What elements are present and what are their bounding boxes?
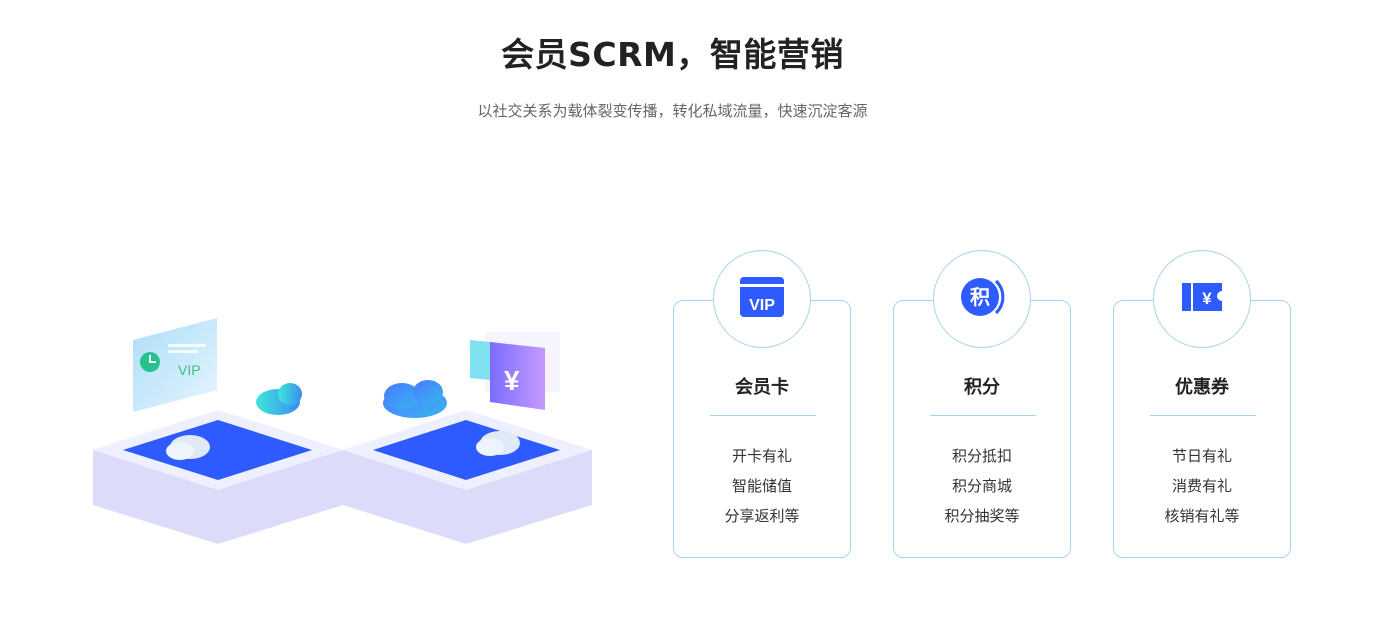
feature-list: 开卡有礼智能储值分享返利等 xyxy=(674,441,850,531)
coupon-symbol: ¥ xyxy=(504,365,520,396)
feature-card-title: 会员卡 xyxy=(735,377,789,398)
svg-text:VIP: VIP xyxy=(749,297,775,314)
feature-list: 节日有礼消费有礼核销有礼等 xyxy=(1114,441,1290,531)
points-icon: 积 xyxy=(958,273,1006,325)
feature-list-item: 积分商城 xyxy=(951,477,1012,495)
feature-icon-circle: 积 xyxy=(933,250,1031,348)
svg-text:¥: ¥ xyxy=(1202,289,1212,308)
feature-icon-circle: ¥ xyxy=(1153,250,1251,348)
vip-card: VIP xyxy=(133,318,217,412)
feature-list-item: 积分抵扣 xyxy=(951,447,1012,465)
coupon-icon: ¥ xyxy=(1179,277,1225,321)
svg-text:积: 积 xyxy=(970,285,990,309)
cloud-icon xyxy=(166,431,520,460)
feature-list-item: 节日有礼 xyxy=(1171,447,1232,465)
vip-card-icon: VIP xyxy=(739,274,785,324)
section-title: 会员SCRM，智能营销 xyxy=(501,35,844,74)
feature-card[interactable]: 积分积分抵扣积分商城积分抽奖等 xyxy=(893,300,1071,558)
membership-illustration: VIP ¥ xyxy=(93,318,592,544)
vip-card-text: VIP xyxy=(178,362,201,378)
feature-list-item: 开卡有礼 xyxy=(731,447,792,465)
platform-base xyxy=(93,410,592,544)
feature-card-title: 积分 xyxy=(964,377,1000,398)
feature-list-item: 分享返利等 xyxy=(724,507,800,525)
card-divider xyxy=(930,415,1036,416)
feature-list-item: 消费有礼 xyxy=(1171,477,1232,495)
feature-card-title: 优惠券 xyxy=(1175,377,1229,398)
card-divider xyxy=(1150,415,1256,416)
card-divider xyxy=(710,415,816,416)
feature-icon-circle: VIP xyxy=(713,250,811,348)
feature-list: 积分抵扣积分商城积分抽奖等 xyxy=(894,441,1070,531)
coupon-ticket: ¥ xyxy=(470,332,560,410)
feature-list-item: 积分抽奖等 xyxy=(944,507,1020,525)
section-subtitle: 以社交关系为载体裂变传播，转化私域流量，快速沉淀客源 xyxy=(477,102,868,120)
cloud-icon xyxy=(256,380,447,418)
feature-list-item: 核销有礼等 xyxy=(1164,507,1240,525)
feature-list-item: 智能储值 xyxy=(731,477,792,495)
